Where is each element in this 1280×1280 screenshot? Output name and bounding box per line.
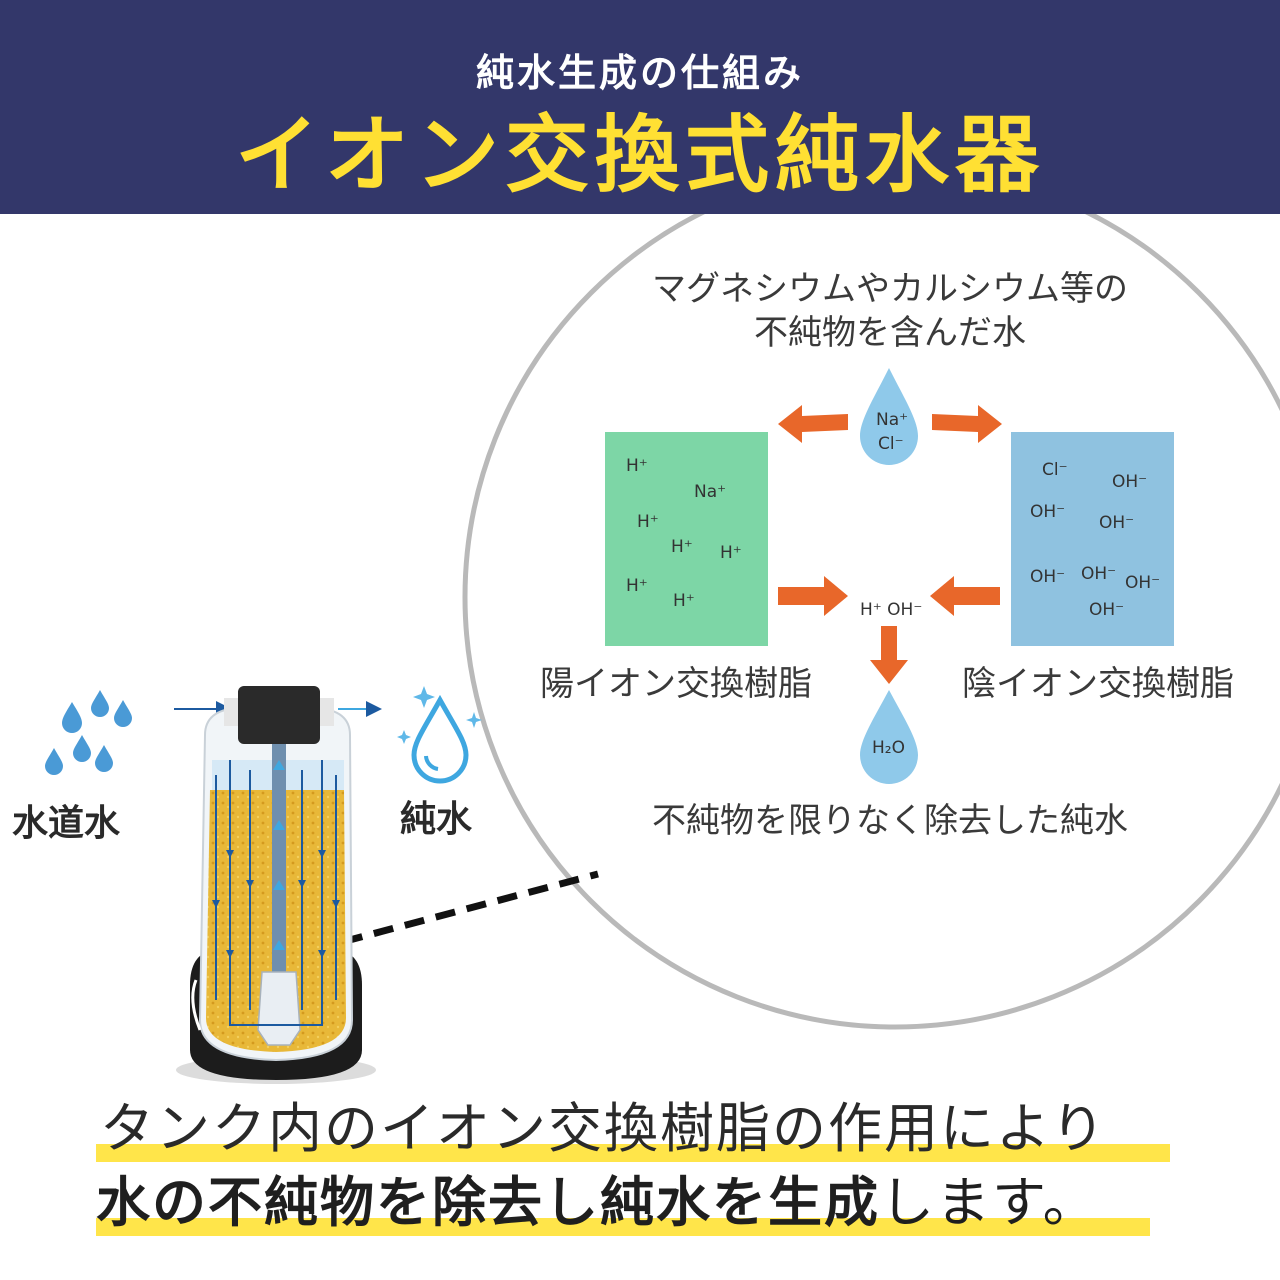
pure-water-drop-icon: [397, 686, 482, 784]
arrow-to-anion: [932, 405, 1002, 443]
bottom-text-suffix: します。: [880, 1171, 1099, 1234]
pure-water-label: 純水: [400, 799, 473, 840]
cation-ion: H⁺: [673, 591, 695, 611]
tap-water-droplets-icon: [45, 690, 132, 775]
input-water-label-line2: 不純物を含んだ水: [754, 313, 1026, 353]
sparkle-icon: [397, 686, 482, 744]
arrow-down-to-output: [870, 626, 908, 684]
input-ion-na: Na⁺: [876, 410, 909, 430]
cation-resin-box: [605, 432, 768, 646]
highlight-bar-1: [96, 1144, 1170, 1162]
cation-ion: H⁺: [637, 512, 659, 532]
anion-ion: OH⁻: [1112, 472, 1148, 492]
output-drop-formula: H₂O: [872, 738, 905, 758]
anion-resin-label: 陰イオン交換樹脂: [962, 664, 1234, 704]
output-water-label: 不純物を限りなく除去した純水: [652, 801, 1128, 841]
bottom-text-emphasis: 水の不純物を除去し純水を生成: [96, 1171, 880, 1234]
arrow-cation-to-center: [778, 576, 848, 616]
anion-ion: OH⁻: [1030, 502, 1066, 522]
anion-ion: OH⁻: [1099, 513, 1135, 533]
dashed-connector: [311, 870, 599, 954]
cation-ion: H⁺: [626, 456, 648, 476]
arrow-anion-to-center: [930, 576, 1000, 616]
anion-ion: OH⁻: [1089, 600, 1125, 620]
cation-ion: H⁺: [671, 537, 693, 557]
arrow-to-cation: [778, 405, 848, 443]
cation-resin-label: 陽イオン交換樹脂: [540, 664, 812, 704]
magnifier-circle: [462, 214, 1280, 1030]
cation-ion: Na⁺: [694, 482, 727, 502]
anion-ion: OH⁻: [1125, 573, 1161, 593]
filter-tank: [176, 686, 376, 1084]
header-banner: 純水生成の仕組み イオン交換式純水器: [0, 0, 1280, 214]
anion-ion: OH⁻: [1030, 567, 1066, 587]
anion-resin-box: [1011, 432, 1174, 646]
anion-ion: Cl⁻: [1042, 460, 1068, 480]
input-ion-cl: Cl⁻: [878, 434, 904, 454]
header-subtitle: 純水生成の仕組み: [475, 51, 804, 95]
input-water-drop: [860, 368, 918, 465]
input-water-label-line1: マグネシウムやカルシウム等の: [652, 269, 1128, 309]
tap-water-label: 水道水: [12, 803, 121, 844]
cation-ion: H⁺: [720, 543, 742, 563]
bottom-text-line2: 水の不純物を除去し純水を生成します。: [96, 1176, 1099, 1230]
highlight-bar-2: [96, 1218, 1150, 1236]
header-title: イオン交換式純水器: [234, 106, 1045, 204]
combined-ions: H⁺ OH⁻: [860, 600, 923, 620]
output-water-drop: [860, 690, 918, 784]
bottom-text-line1: タンク内のイオン交換樹脂の作用により: [100, 1097, 1107, 1160]
anion-ion: OH⁻: [1081, 564, 1117, 584]
cation-ion: H⁺: [626, 576, 648, 596]
